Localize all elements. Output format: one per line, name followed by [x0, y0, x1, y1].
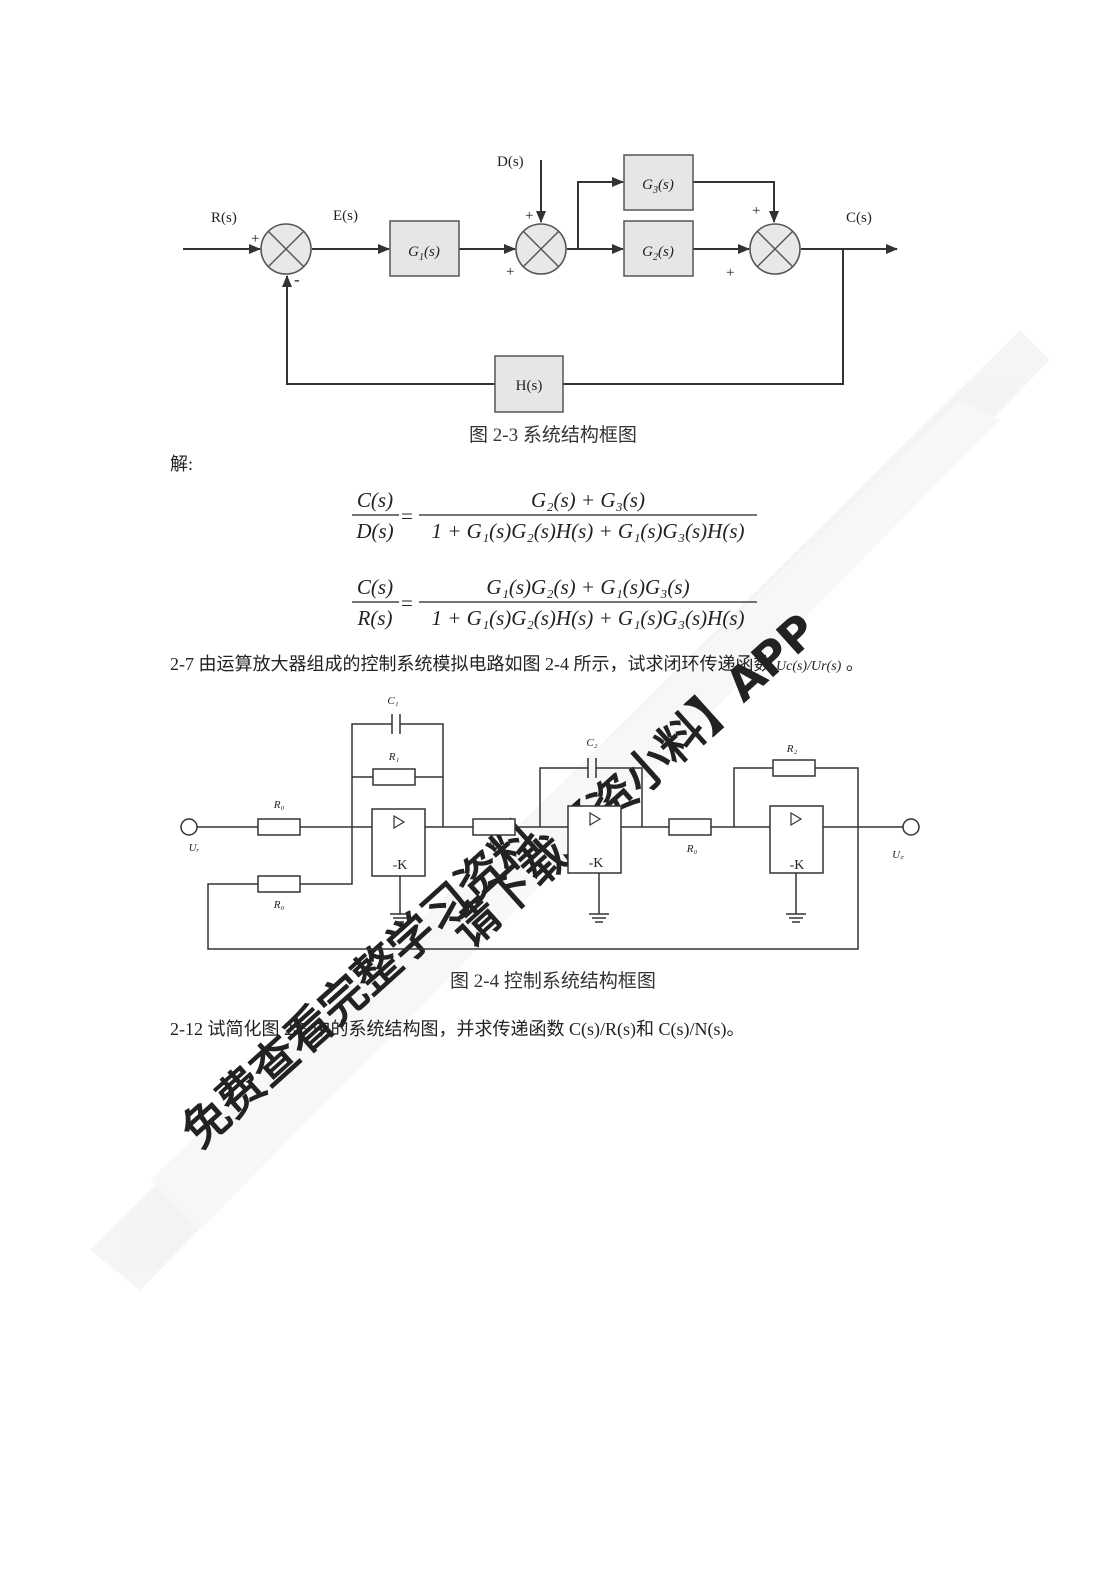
label-c1: C₁ — [387, 695, 398, 707]
label-r0-stage2: R₀ — [488, 838, 500, 850]
block-g2 — [623, 220, 694, 277]
opamp-2: -K — [567, 805, 622, 874]
eq1-rhs-denominator: 1 + G₁(s)G₂(s)H(s) + G₁(s)G₃(s)H(s) — [432, 519, 745, 543]
g3-output-line — [693, 181, 779, 223]
h-label: H(s) — [516, 378, 543, 394]
opamp-1: -K — [371, 808, 426, 877]
summing-junction-1 — [260, 223, 312, 275]
g3-input-line — [577, 177, 624, 249]
solution-label: 解: — [170, 454, 194, 474]
figure-2-4-caption: 图 2-4 控制系统结构框图 — [450, 971, 656, 992]
label-input-voltage: Uᵣ — [189, 842, 200, 854]
g2-label: G2(s) — [642, 244, 674, 263]
block-diagram-figure: G1(s) G3(s) G2(s) H(s) R(s) E(s) D(s) C(… — [183, 154, 898, 413]
g1-label: G1(s) — [408, 244, 440, 263]
resistor-r0-input — [257, 818, 301, 836]
figure-2-3-caption: 图 2-3 系统结构框图 — [469, 425, 637, 446]
resistor-r1 — [372, 768, 416, 786]
opamp-circuit-figure: -K -K -K C₁ R₁ C₂ R₂ R₀ R₀ R₀ R₀ Uᵣ U꜀ — [180, 695, 920, 950]
resistor-r2 — [772, 759, 816, 777]
label-r1: R₁ — [388, 751, 400, 763]
sign-sum1-feedback: - — [294, 270, 300, 289]
summing-junction-3 — [749, 223, 801, 275]
problem-2-7-transfer-function: Uc(s)/Ur(s) — [776, 659, 842, 674]
sign-sum2-top: + — [525, 208, 533, 224]
problem-2-7-end: 。 — [845, 654, 864, 674]
eq2-rhs-numerator: G₁(s)G₂(s) + G₁(s)G₃(s) — [486, 575, 689, 599]
eq1-rhs-numerator: G₂(s) + G₃(s) — [531, 488, 645, 512]
input-terminal — [180, 818, 198, 836]
equation-c-over-r: C(s) R(s) = G₁(s)G₂(s) + G₁(s)G₃(s) 1 + … — [352, 575, 757, 630]
label-output-voltage: U꜀ — [892, 849, 904, 861]
label-r2: R₂ — [786, 743, 798, 755]
opamp-3: -K — [769, 805, 824, 874]
eq1-lhs-numerator: C(s) — [357, 488, 393, 512]
sign-sum3-left: + — [726, 265, 734, 281]
problem-2-7-text: 2-7 由运算放大器组成的控制系统模拟电路如图 2-4 所示，试求闭环传递函数 — [170, 654, 772, 674]
svg-text:=: = — [401, 504, 413, 528]
output-terminal — [902, 818, 920, 836]
equation-c-over-d: C(s) D(s) = G₂(s) + G₃(s) 1 + G₁(s)G₂(s)… — [352, 488, 757, 543]
eq2-rhs-denominator: 1 + G₁(s)G₂(s)H(s) + G₁(s)G₃(s)H(s) — [432, 606, 745, 630]
label-r0-input: R₀ — [273, 799, 285, 811]
signal-e-label: E(s) — [333, 208, 358, 224]
block-g3 — [623, 154, 694, 211]
eq1-lhs-denominator: D(s) — [355, 519, 393, 543]
signal-r-label: R(s) — [211, 210, 237, 226]
resistor-r0-stage3 — [668, 818, 712, 836]
sign-sum3-top: + — [752, 203, 760, 219]
signal-d-label: D(s) — [497, 154, 524, 170]
label-c2: C₂ — [586, 737, 597, 749]
feedback-line-left — [282, 275, 495, 385]
g3-label: G3(s) — [642, 177, 674, 196]
problem-2-7: 2-7 由运算放大器组成的控制系统模拟电路如图 2-4 所示，试求闭环传递函数 … — [170, 650, 864, 676]
resistor-r0-stage2 — [472, 818, 516, 836]
sign-sum1-input: + — [251, 231, 259, 247]
eq2-lhs-numerator: C(s) — [357, 575, 393, 599]
eq2-lhs-denominator: R(s) — [357, 606, 393, 630]
problem-2-12: 2-12 试简化图 2-5 中的系统结构图，并求传递函数 C(s)/R(s)和 … — [170, 1019, 745, 1039]
resistor-r0-feedback — [257, 875, 301, 893]
svg-text:-K: -K — [393, 858, 408, 873]
label-r0-stage3: R₀ — [686, 843, 698, 855]
svg-text:=: = — [401, 591, 413, 615]
equations: C(s) D(s) = G₂(s) + G₃(s) 1 + G₁(s)G₂(s)… — [352, 488, 757, 630]
summing-junction-2 — [515, 223, 567, 275]
block-h — [494, 355, 564, 413]
feedback-line-right — [563, 249, 844, 385]
svg-text:-K: -K — [589, 856, 604, 871]
svg-text:-K: -K — [790, 858, 805, 873]
signal-c-label: C(s) — [846, 210, 872, 226]
block-g1 — [389, 220, 460, 277]
sign-sum2-left: + — [506, 264, 514, 280]
label-r0-feedback: R₀ — [273, 899, 285, 911]
